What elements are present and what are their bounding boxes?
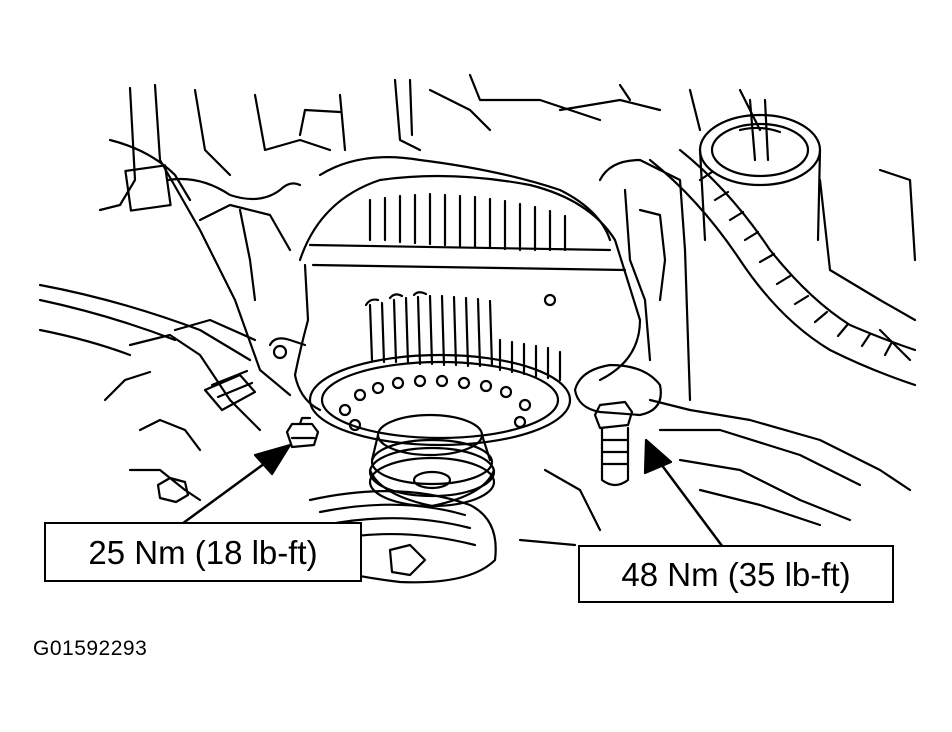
torque-label-right: 48 Nm (35 lb-ft) <box>578 545 894 603</box>
hex-nut <box>156 476 190 504</box>
reservoir-cap <box>698 98 822 242</box>
alternator-pulley <box>368 413 496 508</box>
wiring-harness <box>648 148 917 387</box>
engine-bay-outline <box>38 73 917 547</box>
figure-identifier: G01592293 <box>33 637 148 660</box>
left-bolt <box>285 416 320 449</box>
torque-label-left: 25 Nm (18 lb-ft) <box>44 522 362 582</box>
right-bolt <box>593 400 634 487</box>
connector-block <box>124 164 302 212</box>
mounting-stud <box>203 369 257 412</box>
right-mount-bracket <box>573 158 692 417</box>
alternator <box>268 156 642 447</box>
lower-pulley <box>298 490 497 584</box>
